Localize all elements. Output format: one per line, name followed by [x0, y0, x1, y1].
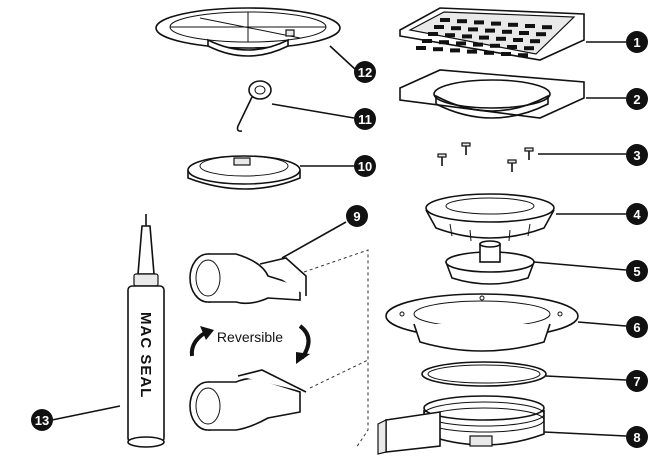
callout-badge-11: 11 [354, 108, 376, 130]
grate-hole [513, 38, 523, 42]
callout-badge-8: 8 [626, 426, 648, 448]
grate-hole [462, 34, 472, 39]
drain-outlet-icon [377, 395, 545, 455]
grate-hole [485, 28, 495, 33]
grate-hole [519, 31, 529, 35]
grate-hole [433, 47, 443, 52]
screws-icon [437, 142, 534, 172]
grate-hole [434, 25, 444, 29]
grate-hole [484, 50, 494, 55]
grate-hole [445, 33, 455, 38]
grate-hole [502, 29, 512, 34]
svg-text:2: 2 [633, 92, 640, 107]
svg-text:7: 7 [633, 374, 640, 389]
callout-badge-6: 6 [626, 316, 648, 338]
grate-hole [473, 42, 483, 47]
reversible-arrows-icon [189, 324, 311, 364]
flange-body-icon [385, 293, 579, 352]
grate-hole [530, 39, 540, 44]
callout-badge-7: 7 [626, 370, 648, 392]
grate-hole [518, 53, 528, 58]
svg-text:5: 5 [633, 264, 640, 279]
callout-badge-9: 9 [346, 205, 368, 227]
svg-text:12: 12 [358, 65, 372, 80]
grate-hole [440, 18, 450, 22]
o-ring-icon [421, 361, 547, 387]
grate-hole [428, 32, 438, 36]
grate-hole [501, 52, 511, 56]
callout-badge-3: 3 [626, 144, 648, 166]
grate-hole [542, 25, 552, 30]
grate-hole [416, 46, 426, 50]
grate-hole [491, 21, 501, 26]
adapter-outlet-icon [189, 253, 307, 431]
grate-hole [496, 36, 506, 41]
grate-hole [468, 27, 478, 32]
grate-hole [474, 20, 484, 25]
grate-hole [525, 24, 535, 28]
reversible-label: Reversible [217, 329, 283, 345]
callout-badge-1: 1 [626, 31, 648, 53]
grate-hole [456, 41, 466, 46]
svg-text:11: 11 [358, 112, 372, 127]
svg-text:1: 1 [633, 35, 640, 50]
callout-badge-12: 12 [354, 61, 376, 83]
svg-text:9: 9 [353, 209, 360, 224]
callout-badge-2: 2 [626, 88, 648, 110]
clamping-ring-icon [425, 193, 555, 242]
svg-text:6: 6 [633, 320, 640, 335]
grate-hole [536, 32, 546, 37]
grate-hole [450, 48, 460, 53]
trap-insert-icon [445, 240, 535, 285]
grate-hole [524, 46, 534, 51]
grate-hole [422, 39, 432, 43]
grate-hole [508, 22, 518, 27]
grate-hole [451, 26, 461, 31]
svg-text:10: 10 [358, 159, 372, 174]
grate-hole [439, 40, 449, 45]
round-grate-icon [155, 7, 341, 57]
guide-dashed-line [309, 359, 369, 389]
collar-ring-icon [187, 155, 301, 190]
grate-hole [467, 49, 477, 54]
callout-badge-4: 4 [626, 203, 648, 225]
svg-text:13: 13 [35, 413, 49, 428]
sealant-tube-icon: MAC SEAL [127, 214, 165, 448]
callout-badge-10: 10 [354, 155, 376, 177]
grate-hole [479, 35, 489, 40]
grate-hole [490, 43, 500, 48]
grate-hole [457, 19, 467, 24]
lifting-key-icon [236, 80, 272, 132]
callout-badge-5: 5 [626, 260, 648, 282]
sealant-label: MAC SEAL [137, 312, 154, 398]
svg-text:8: 8 [633, 430, 640, 445]
callout-badge-13: 13 [31, 409, 53, 431]
square-frame-icon [399, 69, 585, 119]
svg-text:4: 4 [633, 207, 641, 222]
grate-hole [507, 45, 517, 49]
svg-text:3: 3 [633, 148, 640, 163]
guide-dashed-line [303, 249, 369, 449]
grate-icon [399, 7, 585, 61]
